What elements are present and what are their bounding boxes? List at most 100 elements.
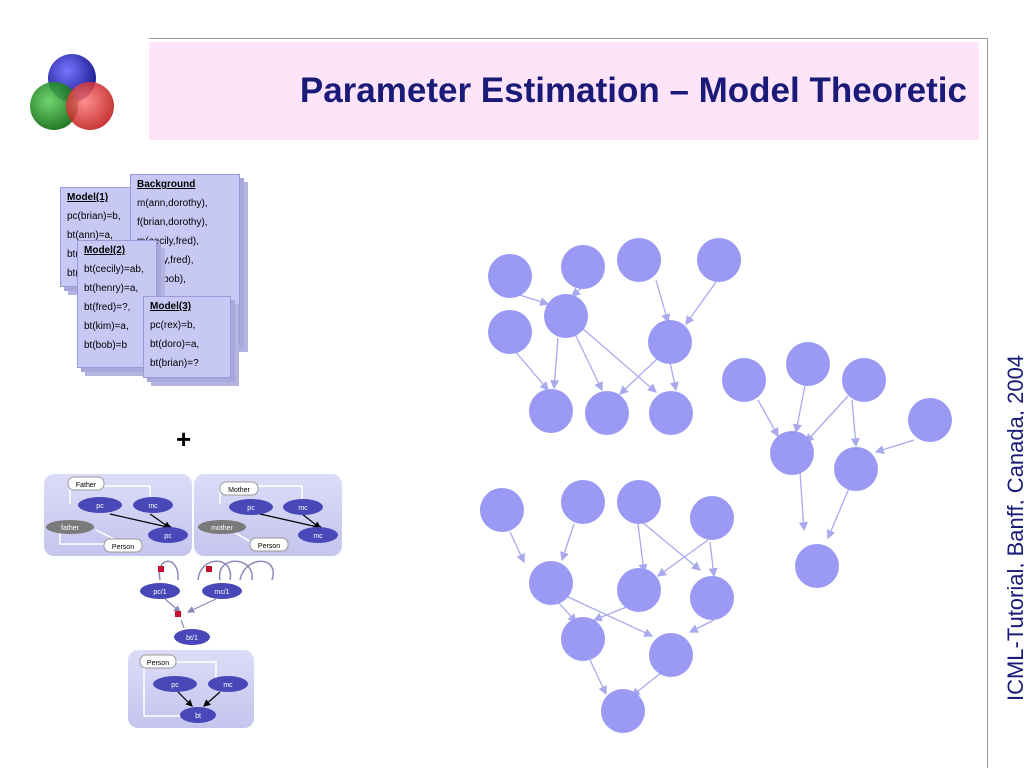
side-caption: ICML-Tutorial, Banff, Canada, 2004 xyxy=(1002,308,1024,748)
card-model1-line: bt( xyxy=(67,249,79,260)
net-node xyxy=(690,496,734,540)
mother-person-label xyxy=(249,537,289,552)
net-node xyxy=(480,488,524,532)
net-node xyxy=(561,617,605,661)
card-model3-line: bt(doro)=a, xyxy=(150,339,200,350)
net-node xyxy=(544,294,588,338)
pc1-text: pc/1 xyxy=(153,589,166,596)
network-nodes xyxy=(480,238,952,733)
net-node xyxy=(488,254,532,298)
father-var-node xyxy=(46,520,94,534)
mother-label xyxy=(219,481,259,496)
card-model2-line: bt(fred)=?, xyxy=(84,302,131,313)
person-bt-node xyxy=(180,707,216,723)
net-node xyxy=(649,391,693,435)
card-background-header: Background xyxy=(137,179,196,190)
father-pc2-text: pc xyxy=(164,533,172,540)
card-model1-line: bt(ann)=a, xyxy=(67,230,113,241)
net-node xyxy=(648,320,692,364)
card-model2-header: Model(2) xyxy=(84,245,126,256)
card-model2-line: bt(kim)=a, xyxy=(84,321,129,332)
net-node xyxy=(617,238,661,282)
net-node xyxy=(795,544,839,588)
person-label-text: Person xyxy=(147,660,169,667)
father-pc-node xyxy=(78,497,122,513)
pc1-node xyxy=(140,583,180,599)
mother-mc2-text: mc xyxy=(313,533,323,540)
network-graphs xyxy=(480,238,952,733)
card-model3-line: pc(rex)=b, xyxy=(150,320,196,331)
card-model3-line: bt(brian)=? xyxy=(150,358,199,369)
net-node xyxy=(529,561,573,605)
mother-mc-text: mc xyxy=(298,505,308,512)
card-model2-line: bt(bob)=b xyxy=(84,340,128,351)
card-model2-line: bt(cecily)=ab, xyxy=(84,264,144,275)
net-node xyxy=(697,238,741,282)
card-background-line: m(cecily,fred), xyxy=(137,236,200,247)
card-model3: Model(3) pc(rex)=b, bt(doro)=a, bt(brian… xyxy=(143,296,231,378)
bt1-text: bt/1 xyxy=(186,635,198,642)
father-mc-node xyxy=(133,497,173,513)
net-node xyxy=(561,480,605,524)
card-background-line: f(henry,fred), xyxy=(137,255,194,266)
net-node xyxy=(649,633,693,677)
card-model1-line: bt( xyxy=(67,268,79,279)
mother-var-node xyxy=(198,520,246,534)
net-node xyxy=(770,431,814,475)
net-node xyxy=(908,398,952,442)
bt1-node xyxy=(174,629,210,645)
mother-mc-node xyxy=(283,499,323,515)
agg-square-icon xyxy=(158,566,164,572)
frame-right-line xyxy=(987,38,988,768)
mother-label-text: Mother xyxy=(228,487,250,494)
net-node xyxy=(722,358,766,402)
mother-pc-text: pc xyxy=(247,505,255,512)
father-mc-text: mc xyxy=(148,503,158,510)
person-bt-text: bt xyxy=(195,713,201,720)
agg-square-icon xyxy=(206,566,212,572)
logo-icon xyxy=(30,54,114,130)
person-mc-node xyxy=(208,676,248,692)
father-pc-text: pc xyxy=(96,503,104,510)
father-person-text: Person xyxy=(112,544,134,551)
net-node xyxy=(834,447,878,491)
card-model1-header: Model(1) xyxy=(67,192,109,203)
net-node xyxy=(842,358,886,402)
title-bar: Parameter Estimation – Model Theoretic xyxy=(149,42,979,140)
card-model1-line: pc(brian)=b, xyxy=(67,211,121,222)
net-node xyxy=(601,689,645,733)
card-background-line: f(fred,bob), xyxy=(137,274,186,285)
mother-mc2-node xyxy=(298,527,338,543)
side-caption-text: ICML-Tutorial, Banff, Canada, 2004 xyxy=(1003,354,1024,702)
frame-top-line xyxy=(149,38,987,39)
person-pc-text: pc xyxy=(171,682,179,689)
father-pc2-node xyxy=(148,527,188,543)
mc1-text: mc/1 xyxy=(214,589,229,596)
card-model2-line: bt(henry)=a, xyxy=(84,283,139,294)
net-node xyxy=(529,389,573,433)
mother-pc-node xyxy=(229,499,273,515)
person-mc-text: mc xyxy=(223,682,233,689)
net-node xyxy=(690,576,734,620)
plus-sign: + xyxy=(176,424,192,454)
mother-var-text: mother xyxy=(211,525,233,532)
mother-person-text: Person xyxy=(258,543,280,550)
net-node xyxy=(617,568,661,612)
father-label-text: Father xyxy=(76,482,97,489)
father-var-text: father xyxy=(61,525,80,532)
agg-square-icon xyxy=(175,611,181,617)
card-model3-header: Model(3) xyxy=(150,301,192,312)
person-pc-node xyxy=(153,676,197,692)
net-node xyxy=(617,480,661,524)
net-node xyxy=(585,391,629,435)
page-title: Parameter Estimation – Model Theoretic xyxy=(299,71,967,110)
person-label xyxy=(139,654,177,669)
schema-diagram: Father pc mc father pc Person Mother pc … xyxy=(44,474,342,728)
net-node xyxy=(786,342,830,386)
net-node xyxy=(561,245,605,289)
father-person-label xyxy=(103,538,143,553)
mc1-node xyxy=(202,583,242,599)
card-background-line: f(brian,dorothy), xyxy=(137,217,208,228)
card-background-line: m(ann,dorothy), xyxy=(137,198,208,209)
net-node xyxy=(488,310,532,354)
